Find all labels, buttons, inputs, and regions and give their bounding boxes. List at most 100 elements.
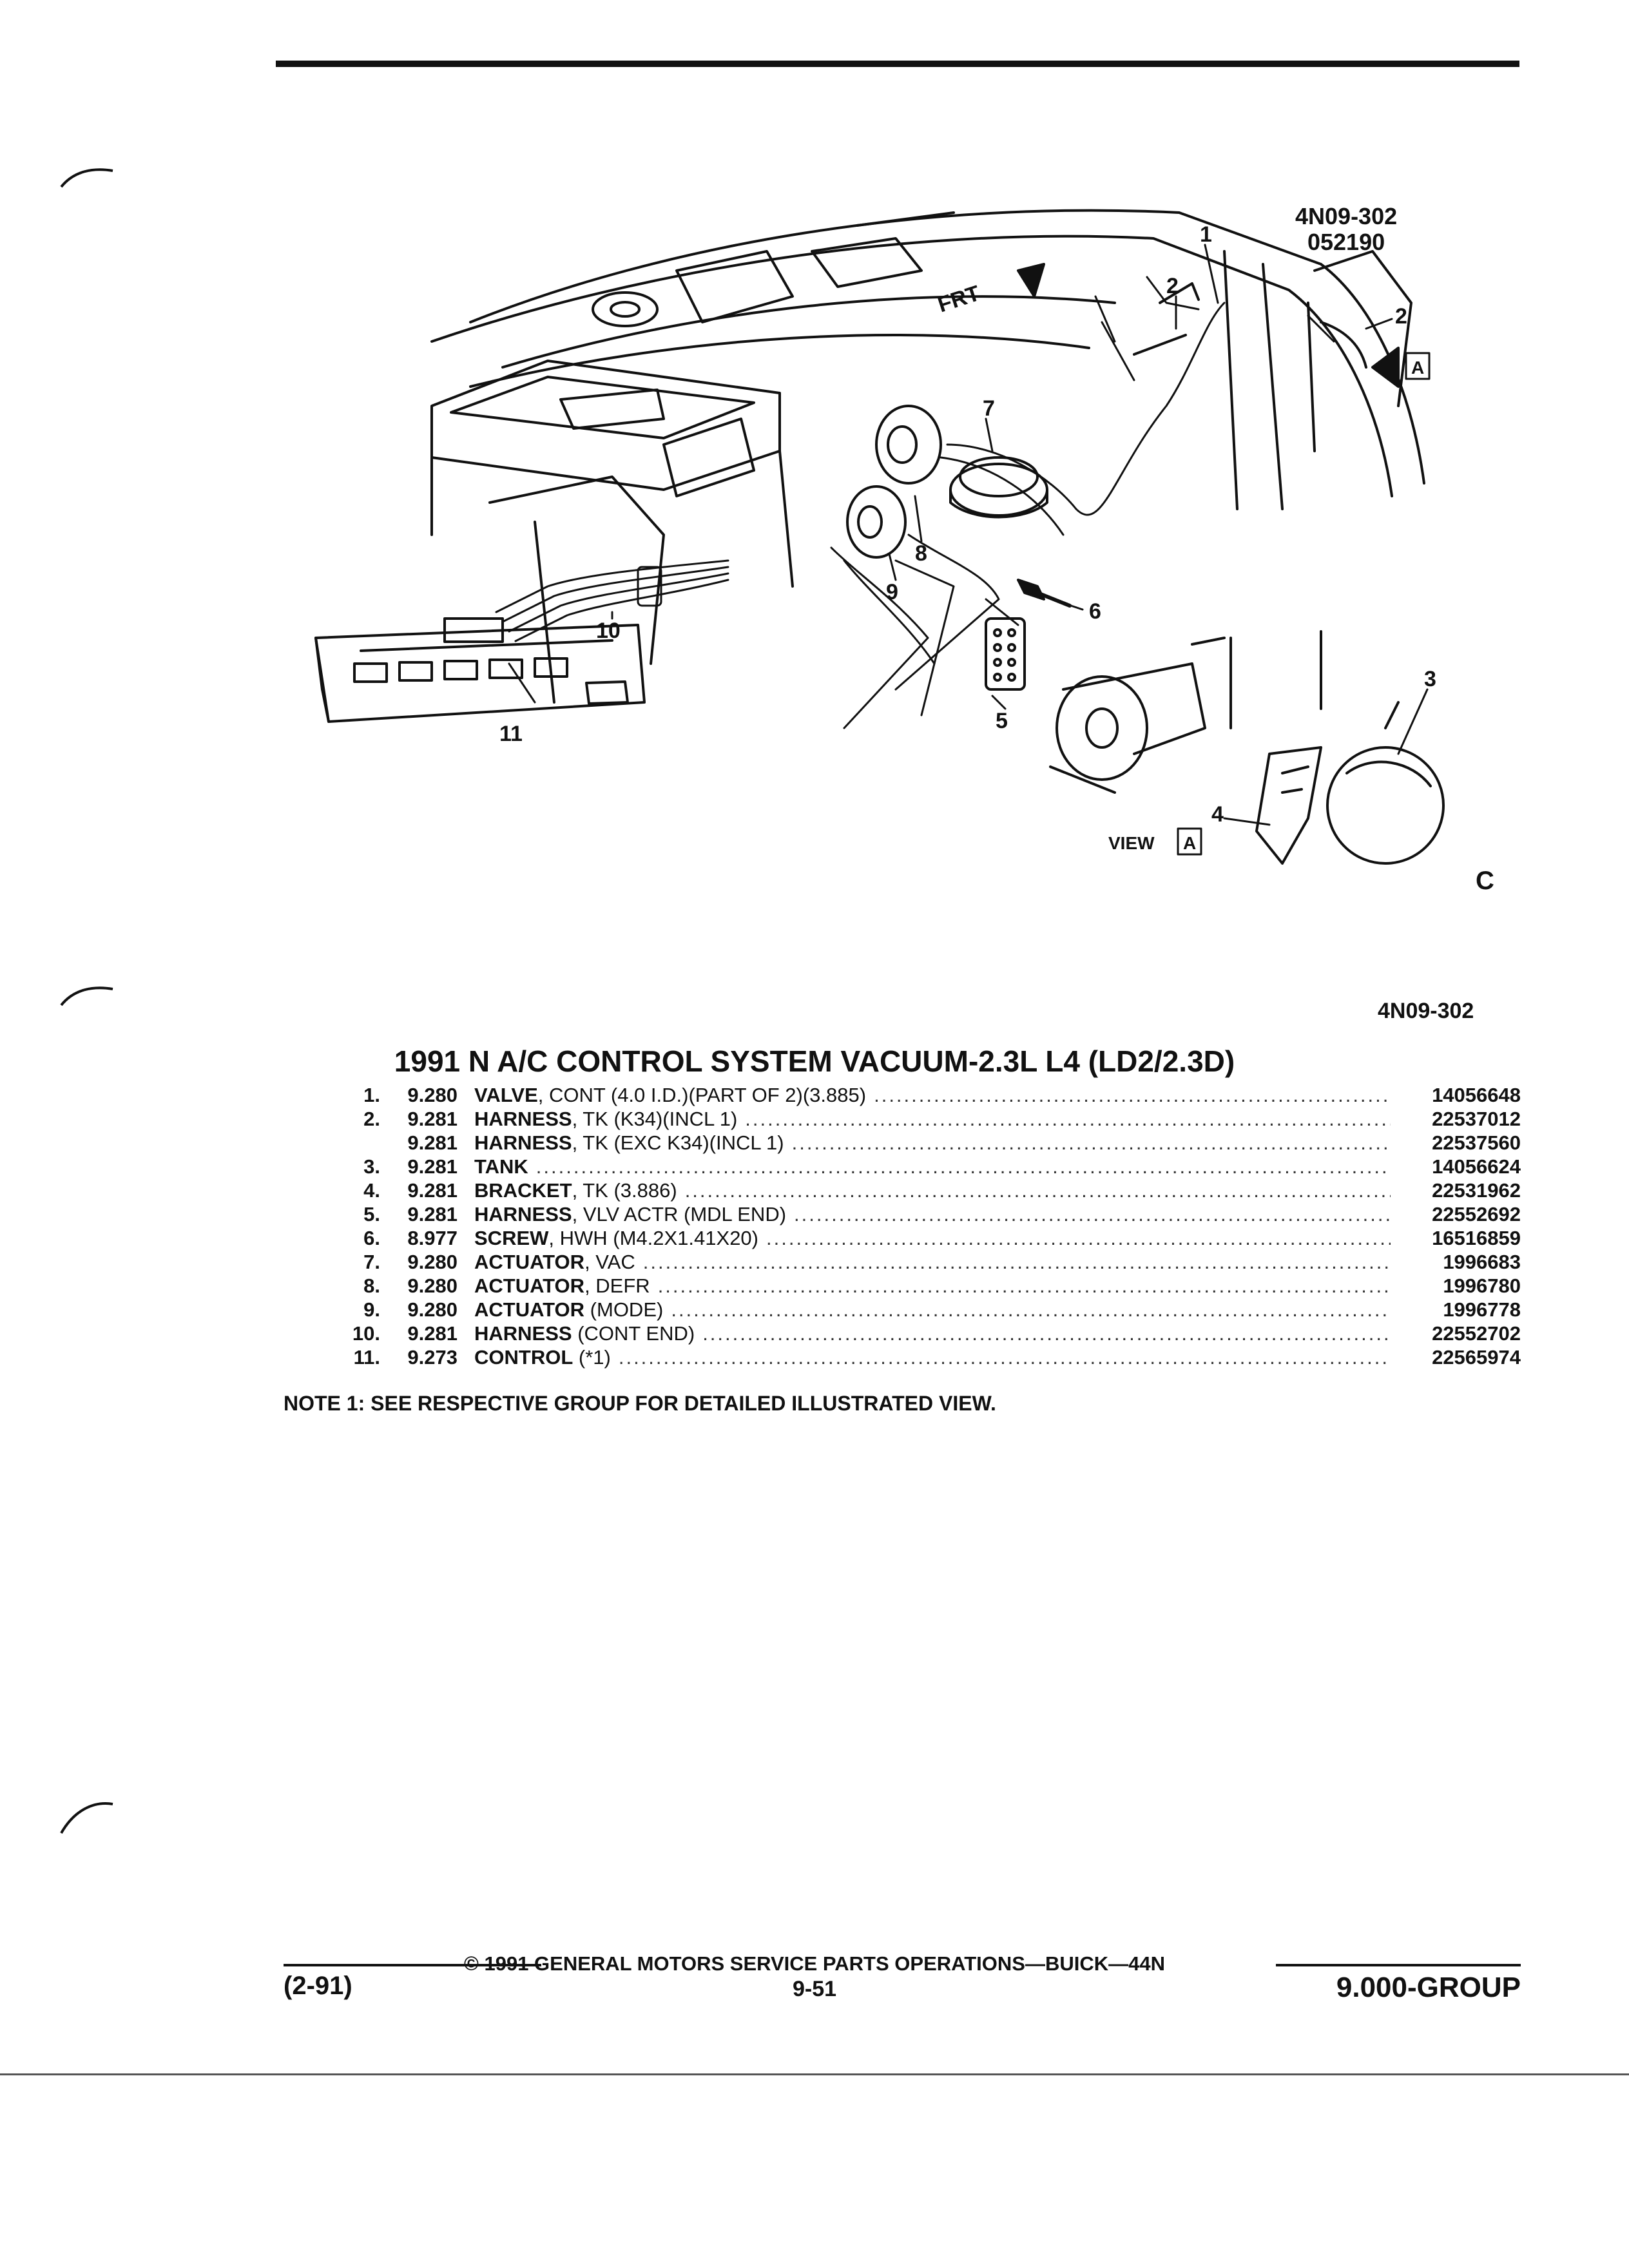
part-name: SCREW <box>474 1227 549 1249</box>
group-number: 9.281 <box>407 1203 458 1225</box>
item-number: 10. <box>352 1322 380 1345</box>
leader-dots <box>671 1298 1391 1321</box>
part-name: CONTROL <box>474 1346 574 1369</box>
item-number: 7. <box>363 1251 380 1273</box>
callout-5: 5 <box>996 709 1008 733</box>
part-description: ACTUATOR (MODE) <box>474 1298 663 1321</box>
part-description: HARNESS, TK (K34)(INCL 1) <box>474 1108 737 1131</box>
part-qualifier: (MODE) <box>584 1298 664 1321</box>
vacuum-hoses <box>830 276 1335 729</box>
part-name: ACTUATOR <box>474 1251 585 1273</box>
parts-row: 10. 9.281 HARNESS (CONT END) 22552702 <box>335 1322 1521 1346</box>
parts-row: 9.281 HARNESS, TK (EXC K34)(INCL 1) 2253… <box>335 1131 1521 1155</box>
part-qualifier: , HWH (M4.2X1.41X20) <box>548 1227 758 1249</box>
view-letter: A <box>1183 833 1196 853</box>
group-number: 9.281 <box>407 1322 458 1345</box>
parts-row: 11. 9.273 CONTROL (*1) 22565974 <box>335 1346 1521 1370</box>
exploded-view-diagram: FRT A <box>277 174 1521 928</box>
group-number: 9.280 <box>407 1251 458 1273</box>
item-number: 2. <box>363 1108 380 1130</box>
part-number: 1996683 <box>1443 1251 1521 1273</box>
part-description: BRACKET, TK (3.886) <box>474 1179 677 1202</box>
leader-dots <box>685 1179 1391 1202</box>
part-qualifier: , DEFR <box>584 1274 650 1297</box>
callout-3: 3 <box>1424 667 1436 691</box>
frt-label: FRT <box>935 281 983 318</box>
part-description: VALVE, CONT (4.0 I.D.)(PART OF 2)(3.885) <box>474 1084 866 1107</box>
group-number: 8.977 <box>407 1227 458 1249</box>
publication-date: (2-91) <box>284 1972 352 2000</box>
footnote: NOTE 1: SEE RESPECTIVE GROUP FOR DETAILE… <box>284 1392 996 1415</box>
parts-row: 9. 9.280 ACTUATOR (MODE) 1996778 <box>335 1298 1521 1322</box>
item-number: 3. <box>363 1155 380 1178</box>
part-qualifier: , VLV ACTR (MDL END) <box>572 1203 787 1225</box>
callout-7: 7 <box>983 396 995 421</box>
footer-rule-left <box>284 1964 541 1966</box>
actuator-7 <box>949 456 1048 519</box>
part-qualifier: , TK (EXC K34)(INCL 1) <box>572 1131 784 1154</box>
callout-11: 11 <box>499 722 523 746</box>
part-name: HARNESS <box>474 1108 572 1130</box>
leader-dots <box>658 1274 1391 1298</box>
callout-1: 1 <box>1200 222 1212 247</box>
leader-dots <box>536 1155 1391 1178</box>
parts-row: 1. 9.280 VALVE, CONT (4.0 I.D.)(PART OF … <box>335 1084 1521 1108</box>
item-number: 8. <box>363 1274 380 1297</box>
view-a-arrow-icon <box>1371 347 1431 388</box>
hose-stub-2 <box>1133 282 1200 356</box>
leader-dots <box>745 1108 1391 1131</box>
callout-10: 10 <box>596 619 621 643</box>
part-name: HARNESS <box>474 1322 572 1345</box>
leader-dots <box>702 1322 1391 1345</box>
part-qualifier: , CONT (4.0 I.D.)(PART OF 2)(3.885) <box>537 1084 867 1106</box>
parts-row: 7. 9.280 ACTUATOR, VAC 1996683 <box>335 1251 1521 1274</box>
part-qualifier: , TK (3.886) <box>572 1179 677 1202</box>
callout-2-right: 2 <box>1395 304 1407 329</box>
leader-dots <box>874 1084 1391 1107</box>
copyright-line: © 1991 GENERAL MOTORS SERVICE PARTS OPER… <box>464 1952 1165 1975</box>
part-name: ACTUATOR <box>474 1298 585 1321</box>
page-title: 1991 N A/C CONTROL SYSTEM VACUUM-2.3L L4… <box>394 1044 1235 1078</box>
cu-mark: C <box>1476 867 1494 895</box>
figure-code-date: 052190 <box>1307 229 1385 255</box>
parts-row: 8. 9.280 ACTUATOR, DEFR 1996780 <box>335 1274 1521 1298</box>
leader-dots <box>619 1346 1391 1369</box>
parts-list: 1. 9.280 VALVE, CONT (4.0 I.D.)(PART OF … <box>335 1084 1521 1370</box>
harness-10 <box>495 559 729 642</box>
part-number: 22565974 <box>1432 1346 1521 1369</box>
part-number: 16516859 <box>1432 1227 1521 1249</box>
hvac-module <box>430 360 794 704</box>
part-number: 22537560 <box>1432 1131 1521 1154</box>
group-number: 9.280 <box>407 1274 458 1297</box>
part-description: ACTUATOR, DEFR <box>474 1274 650 1298</box>
part-number: 22531962 <box>1432 1179 1521 1202</box>
parts-row: 3. 9.281 TANK 14056624 <box>335 1155 1521 1179</box>
figure-code-number: 4N09-302 <box>1295 203 1398 229</box>
parts-row: 6. 8.977 SCREW, HWH (M4.2X1.41X20) 16516… <box>335 1227 1521 1251</box>
item-number: 5. <box>363 1203 380 1225</box>
part-description: TANK <box>474 1155 528 1178</box>
top-rule <box>276 61 1519 67</box>
part-name: HARNESS <box>474 1131 572 1154</box>
figure-code: 4N09-302 052190 <box>1295 204 1397 255</box>
group-number: 9.280 <box>407 1084 458 1106</box>
group-number: 9.281 <box>407 1108 458 1130</box>
part-description: HARNESS (CONT END) <box>474 1322 695 1345</box>
group-number: 9.273 <box>407 1346 458 1369</box>
parts-row: 5. 9.281 HARNESS, VLV ACTR (MDL END) 225… <box>335 1203 1521 1227</box>
leader-dots <box>643 1251 1391 1274</box>
group-number: 9.281 <box>407 1131 458 1154</box>
margin-mark-icon <box>60 1802 113 1834</box>
item-number: 4. <box>363 1179 380 1202</box>
part-qualifier: (CONT END) <box>572 1322 695 1345</box>
part-description: HARNESS, TK (EXC K34)(INCL 1) <box>474 1131 784 1155</box>
item-number: 6. <box>363 1227 380 1249</box>
part-qualifier: , TK (K34)(INCL 1) <box>572 1108 738 1130</box>
part-name: TANK <box>474 1155 528 1178</box>
cowl-panel-outline <box>430 209 1425 510</box>
item-number: 1. <box>363 1084 380 1106</box>
item-number: 11. <box>353 1346 380 1369</box>
callout-6: 6 <box>1089 599 1101 624</box>
footer-rule-right <box>1276 1964 1521 1966</box>
front-arrow-icon <box>1017 263 1045 298</box>
